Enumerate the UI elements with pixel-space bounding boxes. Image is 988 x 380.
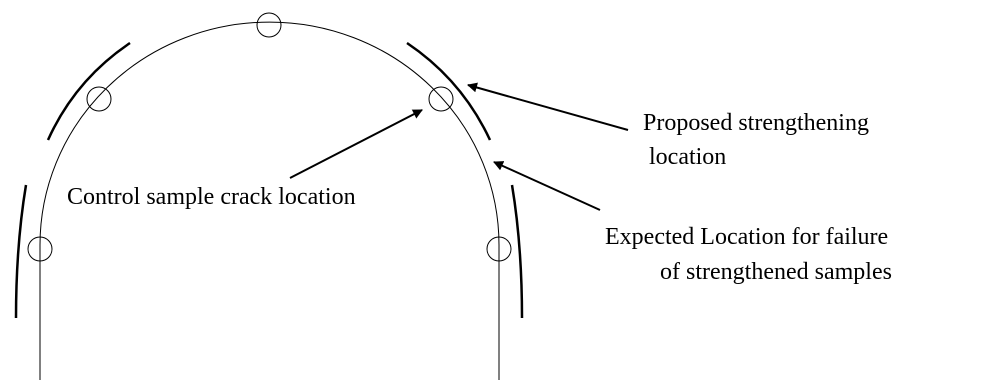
expected-failure-arrow: [493, 161, 601, 211]
strengthening-arc-right-lower: [510, 184, 524, 319]
expected-failure-label-line2: of strengthened samples: [660, 259, 892, 285]
expected-failure-label-line1: Expected Location for failure: [605, 224, 888, 250]
strengthening-arc-left-upper: [46, 41, 131, 141]
strengthening-arcs: [14, 41, 524, 319]
crack-marker-lower-right: [486, 236, 512, 262]
proposed-strengthening-label-line2: location: [649, 144, 726, 170]
control-crack-arrow: [289, 109, 423, 179]
crack-markers: [27, 12, 512, 262]
crack-marker-lower-left: [27, 236, 53, 262]
crack-marker-upper-right: [428, 86, 454, 112]
crack-marker-top: [256, 12, 282, 38]
callout-arrows: [289, 82, 629, 211]
labels: Proposed strengthening location Control …: [67, 110, 892, 285]
arch-curve: [39, 21, 500, 380]
proposed-strengthening-arrow: [467, 82, 629, 131]
crack-marker-upper-left: [86, 86, 112, 112]
control-crack-label: Control sample crack location: [67, 184, 356, 210]
strengthening-arc-right-upper: [406, 41, 492, 141]
proposed-strengthening-label-line1: Proposed strengthening: [643, 110, 869, 136]
strengthening-arc-left-lower: [14, 184, 28, 319]
arch-profile: [39, 21, 500, 380]
